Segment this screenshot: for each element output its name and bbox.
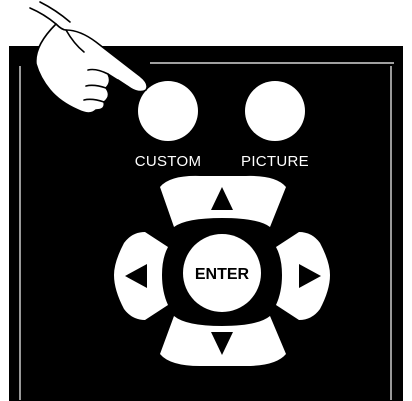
enter-button[interactable] [183, 234, 261, 312]
arrow-down-icon [211, 332, 233, 355]
arrow-up-icon [211, 187, 233, 210]
custom-button[interactable] [138, 81, 198, 141]
pointing-hand-icon [29, 1, 148, 114]
custom-button-label: CUSTOM [135, 153, 202, 170]
arrow-left-icon [125, 264, 147, 288]
left-button[interactable] [114, 232, 168, 320]
picture-button[interactable] [245, 81, 305, 141]
right-button[interactable] [276, 232, 330, 320]
down-button[interactable] [160, 316, 286, 366]
enter-button-label: ENTER [195, 266, 250, 283]
picture-button-label: PICTURE [241, 153, 309, 170]
arrow-right-icon [299, 264, 321, 288]
up-button[interactable] [160, 175, 286, 227]
